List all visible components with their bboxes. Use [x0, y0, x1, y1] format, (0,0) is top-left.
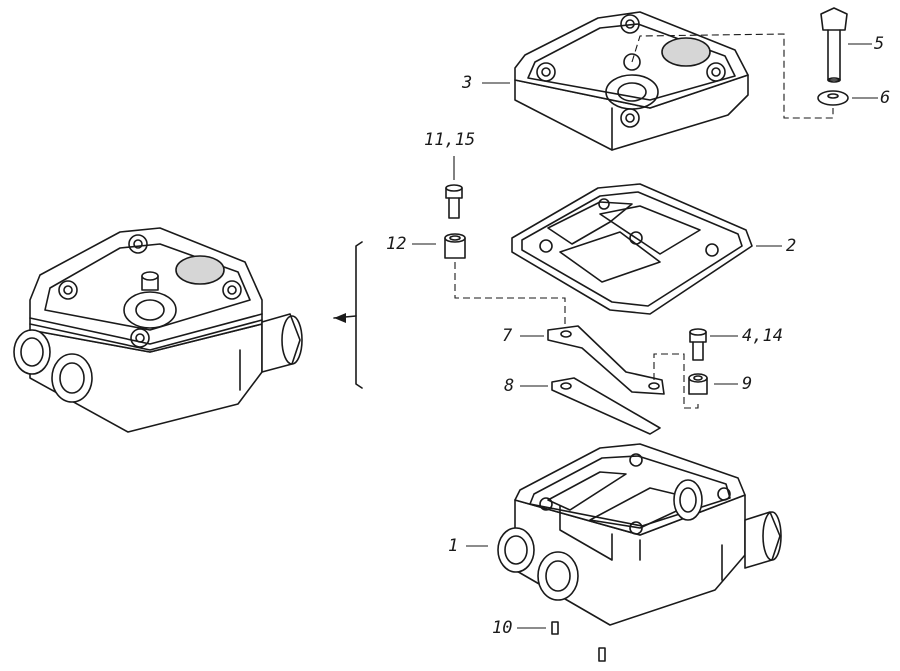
- connector-12-7: [454, 262, 566, 330]
- part-12-bushing: [444, 233, 466, 259]
- part-10-pins: [551, 621, 606, 662]
- callout-5: 5: [874, 34, 885, 54]
- callout-8: 8: [504, 376, 515, 396]
- connector-7-9: [653, 353, 699, 409]
- callout-9: 9: [742, 374, 753, 394]
- assembled-head: [13, 227, 303, 433]
- callout-11-15: 11,15: [424, 130, 476, 150]
- part-2-gasket: [511, 183, 753, 315]
- part-4-screw: [689, 328, 707, 361]
- callout-10: 10: [492, 618, 513, 638]
- part-8-reed: [551, 377, 661, 435]
- assembly-bracket: [333, 241, 363, 389]
- callout-6: 6: [880, 88, 891, 108]
- callout-4-14: 4,14: [742, 326, 783, 346]
- part-5-bolt: [820, 7, 848, 83]
- part-3-cover: [514, 11, 749, 151]
- part-1-head-body: [497, 443, 782, 626]
- part-6-washer: [817, 90, 849, 106]
- callout-2: 2: [786, 236, 797, 256]
- connector-3-5: [631, 33, 834, 119]
- part-9-bushing: [688, 373, 708, 395]
- part-11-screw: [445, 184, 463, 219]
- part-7-plate: [547, 325, 665, 395]
- callout-1: 1: [448, 536, 459, 556]
- callout-7: 7: [502, 326, 513, 346]
- leader-lines: [412, 43, 878, 629]
- callout-12: 12: [386, 234, 407, 254]
- callout-3: 3: [462, 73, 473, 93]
